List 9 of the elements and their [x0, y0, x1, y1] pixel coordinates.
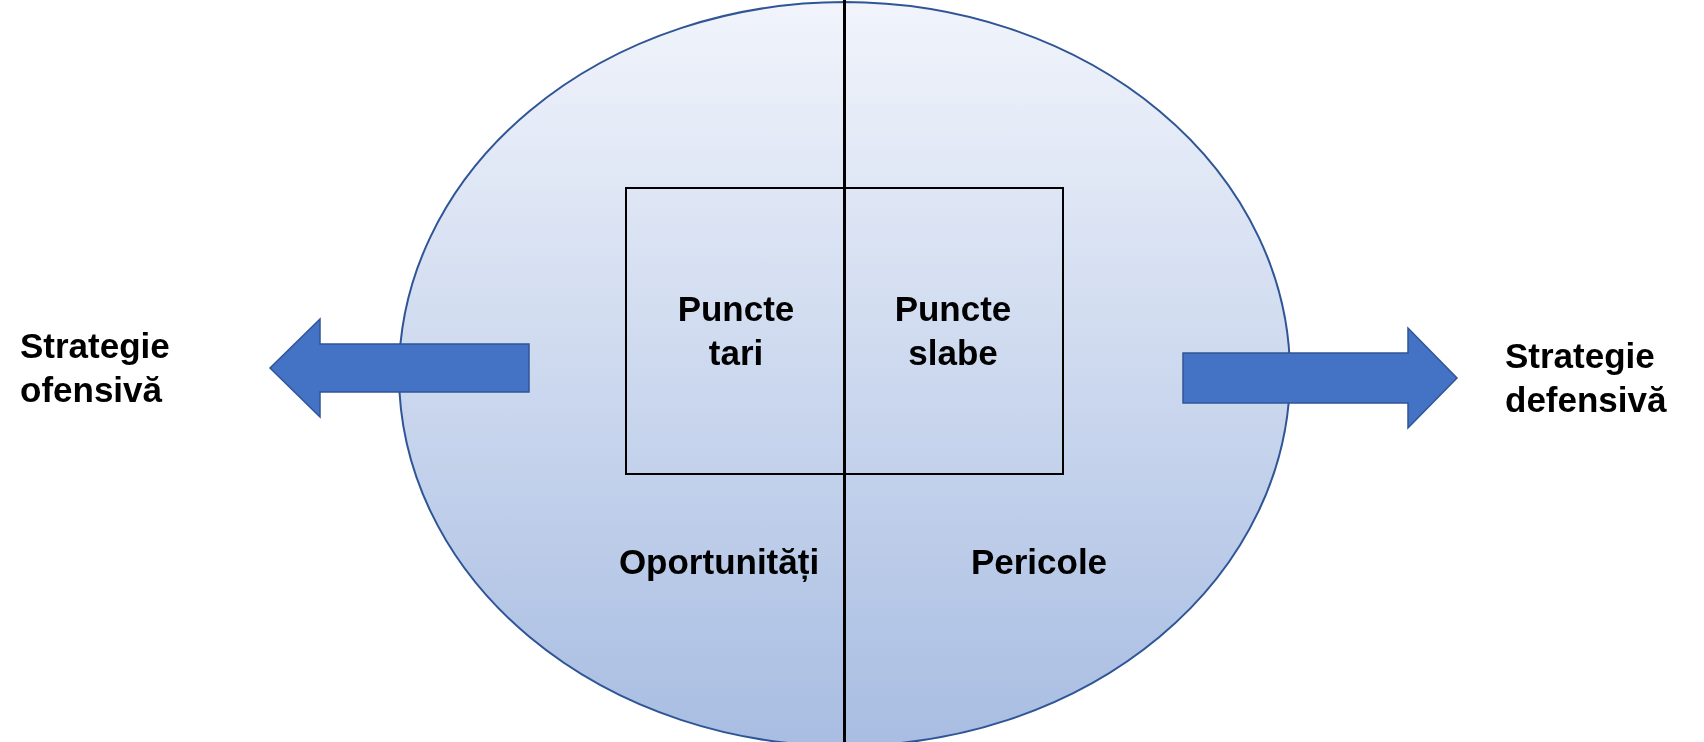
- block-arrow: [1182, 326, 1459, 430]
- strategy-label: Strategie defensivă: [1505, 334, 1700, 422]
- box-label: Puncte tari: [676, 288, 796, 374]
- region-label: Oportunități: [617, 541, 821, 584]
- strategy-label: Strategie ofensivă: [20, 324, 210, 412]
- quadrant-box: [844, 187, 1064, 475]
- region-label: Pericole: [969, 541, 1109, 583]
- box-label: Puncte slabe: [893, 288, 1013, 374]
- block-arrow: [268, 317, 530, 419]
